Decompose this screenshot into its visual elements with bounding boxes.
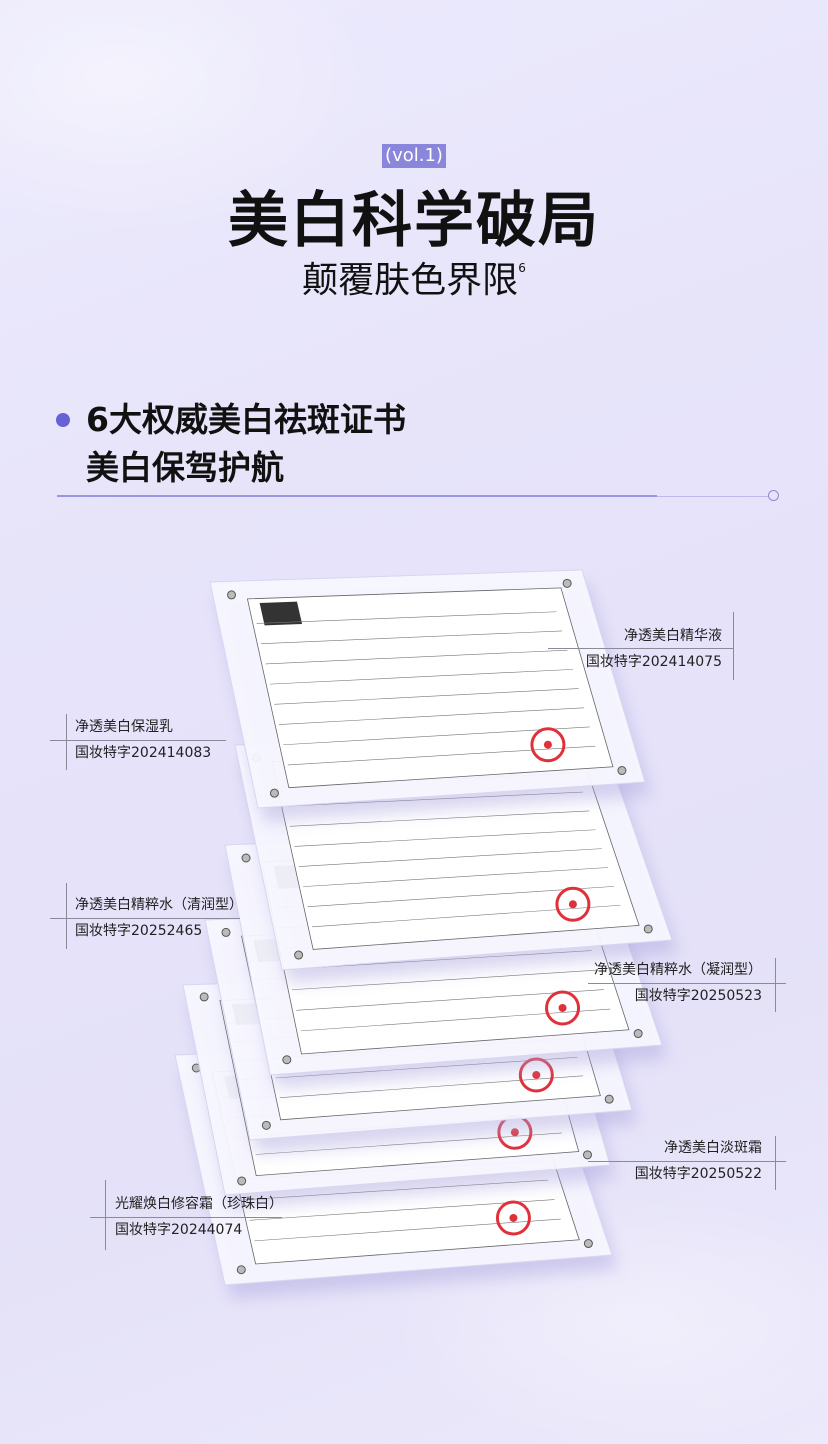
table-line xyxy=(289,810,590,827)
mount-screw-icon xyxy=(604,1094,614,1104)
page-subtitle: 颠覆肤色界限6 xyxy=(0,260,828,302)
stamp-star-icon xyxy=(558,1003,567,1012)
section-heading: 6大权威美白祛斑证书 xyxy=(86,400,406,439)
stamp-star-icon xyxy=(532,1070,541,1079)
table-line xyxy=(269,669,574,685)
mount-screw-icon xyxy=(261,1120,271,1130)
footnote-mark: 6 xyxy=(518,261,526,275)
cert-label-code: 国妆特字202414083 xyxy=(75,745,212,761)
table-line xyxy=(256,611,557,624)
divider-line-tail xyxy=(657,496,769,497)
cert-label-name: 光耀焕白修容霜（珍珠白） xyxy=(115,1196,283,1212)
table-line xyxy=(255,1132,562,1155)
official-stamp-icon xyxy=(495,1200,531,1236)
mount-screw-icon xyxy=(269,788,279,798)
divider-line xyxy=(57,495,657,497)
leader-line xyxy=(588,1161,786,1162)
cert-label-code: 国妆特字20250522 xyxy=(634,1166,762,1182)
cert-label-name: 净透美白淡斑霜 xyxy=(664,1140,762,1156)
volume-badge: (vol.1) xyxy=(382,144,446,168)
certificate-paper xyxy=(246,587,614,789)
mount-screw-icon xyxy=(643,924,653,934)
table-line xyxy=(296,989,605,1011)
mount-screw-icon xyxy=(282,1055,292,1065)
cert-label-code: 国妆特字20252465 xyxy=(75,923,203,939)
certificate-card xyxy=(209,569,651,822)
table-line xyxy=(249,1199,555,1221)
mount-screw-icon xyxy=(237,1176,247,1186)
cert-label-code: 国妆特字202414075 xyxy=(585,654,722,670)
table-line xyxy=(292,969,598,991)
table-line xyxy=(303,867,608,887)
table-line xyxy=(274,688,579,705)
mount-screw-icon xyxy=(221,927,231,937)
cert-label-name: 净透美白精粹水（凝润型） xyxy=(594,962,762,978)
table-line xyxy=(312,904,621,928)
mount-screw-icon xyxy=(199,992,209,1002)
leader-line xyxy=(50,740,226,741)
leader-line xyxy=(548,648,734,649)
leader-line xyxy=(588,983,786,984)
table-line xyxy=(265,649,568,665)
table-line xyxy=(261,630,563,644)
table-line xyxy=(254,1218,561,1242)
cert-label-name: 净透美白精粹水（清润型） xyxy=(75,897,243,913)
leader-line xyxy=(50,918,240,919)
stamp-star-icon xyxy=(509,1213,518,1222)
leader-line xyxy=(775,1136,776,1190)
qr-code-icon xyxy=(259,601,303,626)
mount-screw-icon xyxy=(241,853,251,863)
mount-screw-icon xyxy=(633,1029,643,1039)
subtitle-text: 颠覆肤色界限 xyxy=(302,260,519,301)
official-stamp-icon xyxy=(530,727,566,763)
cert-label-name: 净透美白保湿乳 xyxy=(75,719,173,735)
page-title: 美白科学破局 xyxy=(228,186,600,256)
stamp-star-icon xyxy=(568,900,577,909)
table-line xyxy=(294,829,596,847)
stamp-star-icon xyxy=(543,740,552,749)
mount-screw-icon xyxy=(294,950,304,960)
table-line xyxy=(298,848,602,867)
mount-screw-icon xyxy=(236,1265,246,1275)
mount-screw-icon xyxy=(583,1239,593,1249)
section-subheading: 美白保驾护航 xyxy=(86,448,284,487)
mount-screw-icon xyxy=(227,590,237,600)
cert-label-code: 国妆特字20250523 xyxy=(634,988,762,1004)
table-line xyxy=(287,745,596,766)
official-stamp-icon xyxy=(555,886,591,922)
leader-line xyxy=(105,1180,106,1250)
leader-line xyxy=(775,958,776,1012)
leader-line xyxy=(90,1217,282,1218)
table-line xyxy=(279,1075,583,1098)
mount-screw-icon xyxy=(617,766,627,776)
cert-label-code: 国妆特字20244074 xyxy=(115,1222,243,1238)
cert-label-name: 净透美白精华液 xyxy=(624,628,722,644)
bullet-dot xyxy=(56,413,70,427)
official-stamp-icon xyxy=(545,990,581,1026)
divider-end-circle xyxy=(768,490,779,501)
mount-screw-icon xyxy=(582,1150,592,1160)
table-line xyxy=(278,707,585,725)
mount-screw-icon xyxy=(562,578,572,588)
leader-line xyxy=(66,714,67,770)
leader-line xyxy=(66,883,67,949)
leader-line xyxy=(733,612,734,680)
table-line xyxy=(300,1008,611,1032)
